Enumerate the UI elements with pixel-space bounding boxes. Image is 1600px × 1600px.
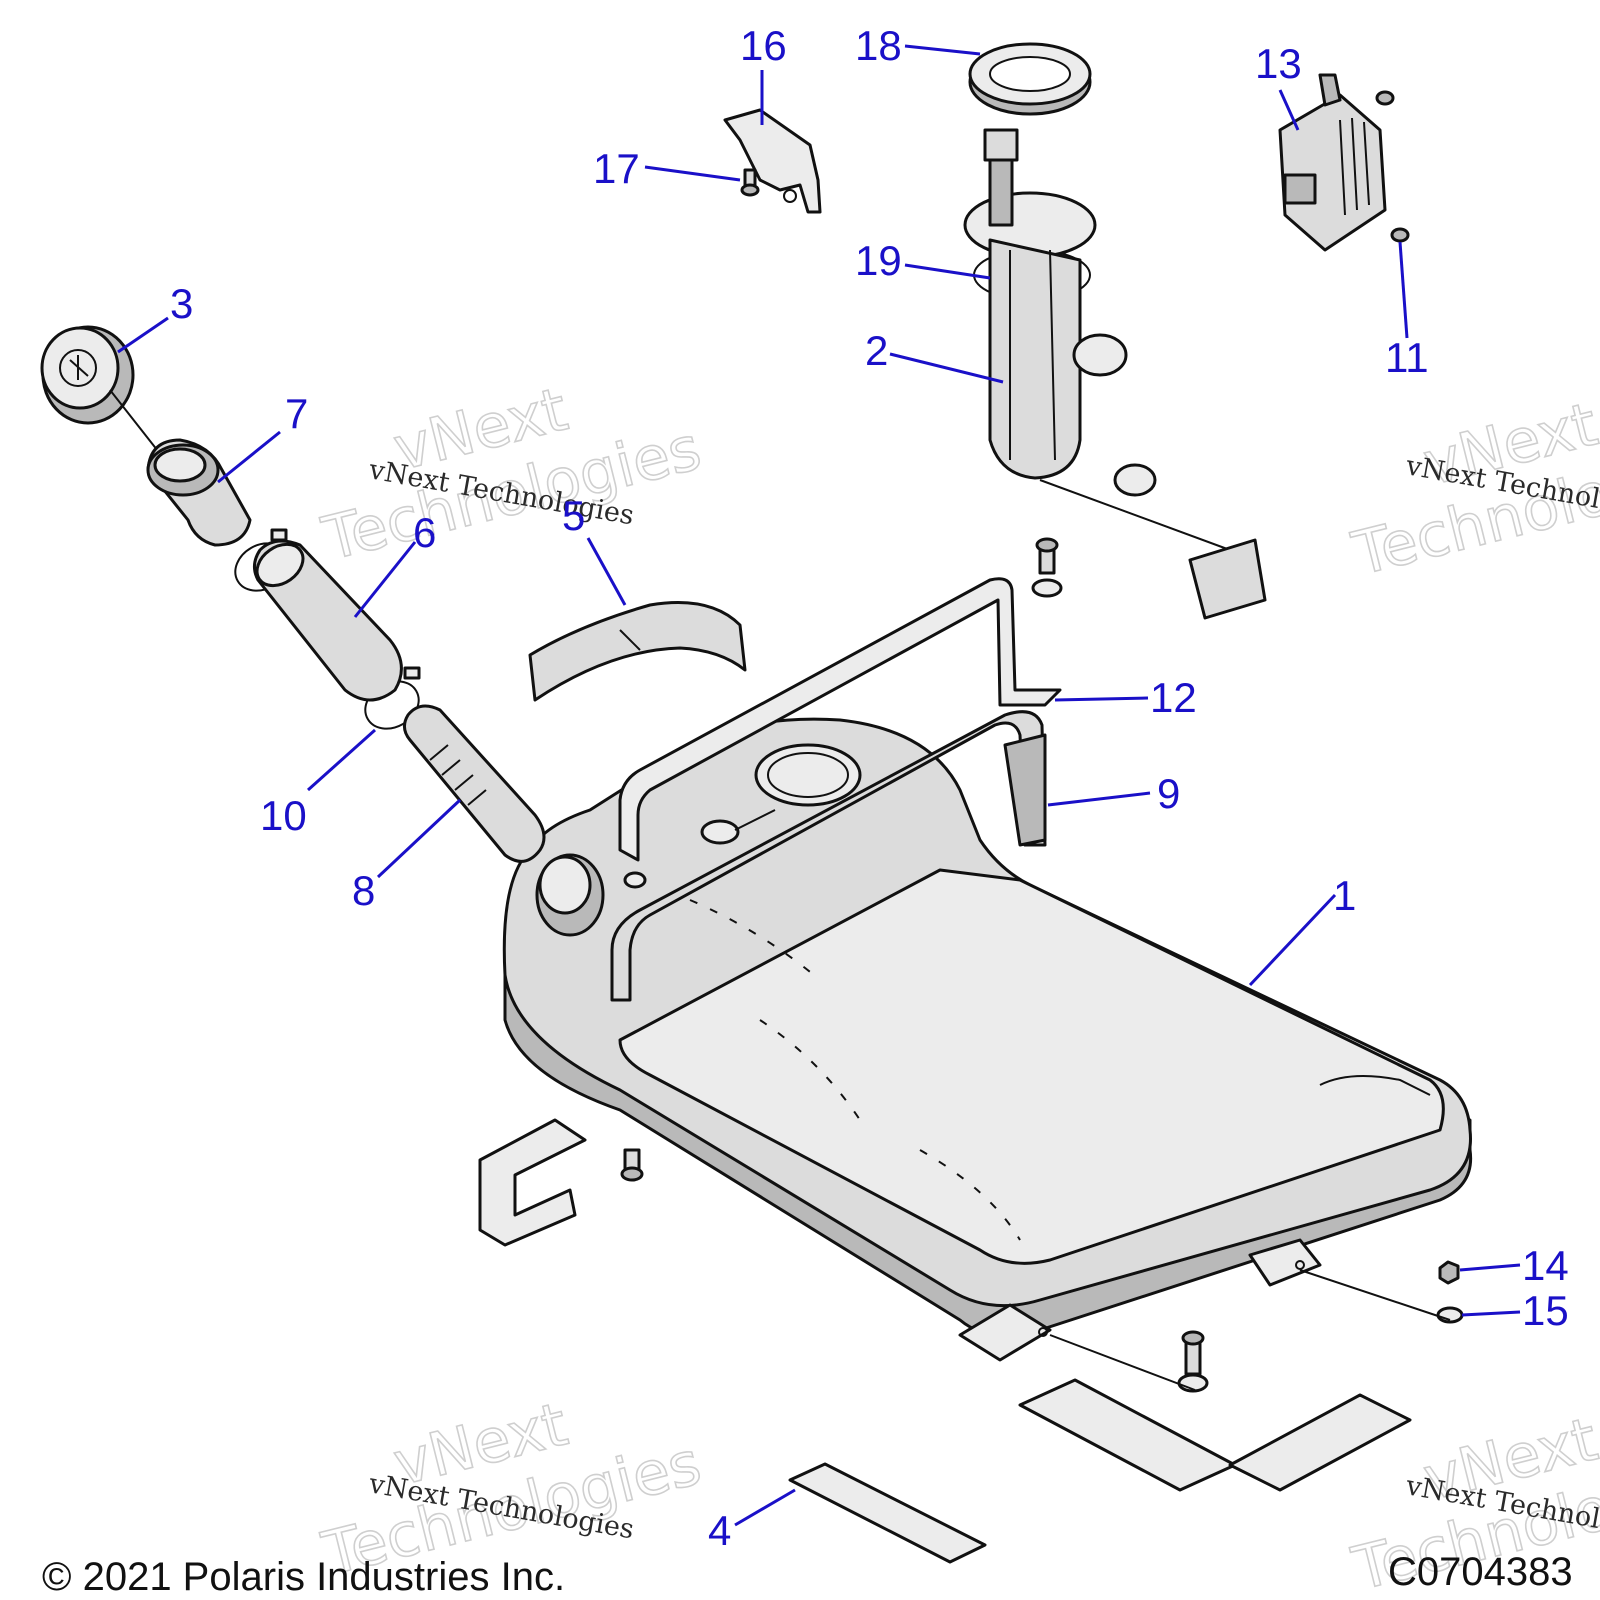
- callout-3: 3: [170, 280, 193, 327]
- callout-7: 7: [285, 390, 308, 437]
- fuel-pump-part-2: [963, 128, 1267, 620]
- bolt-bottom: [1177, 1330, 1209, 1393]
- drawing-number: C0704383: [1388, 1550, 1573, 1594]
- pad-bottom-right: [1228, 1393, 1412, 1492]
- screw-part-17: [740, 168, 760, 197]
- filler-tube-part-8: [403, 704, 546, 863]
- tank-strap-part-12: [618, 577, 1062, 862]
- leader-lines: [117, 44, 1521, 1527]
- bolt-front: [620, 1148, 644, 1182]
- callout-5: 5: [562, 492, 585, 539]
- fuel-cap-part-3: [40, 325, 166, 461]
- callout-17: 17: [593, 145, 640, 192]
- callout-12: 12: [1150, 674, 1197, 721]
- callout-13: 13: [1255, 40, 1302, 87]
- bolt-strap-top: [1031, 537, 1063, 598]
- callout-9: 9: [1157, 770, 1180, 817]
- screw-part-11-upper: [1375, 90, 1395, 106]
- nut-part-14: [1438, 1260, 1460, 1285]
- callout-15: 15: [1522, 1287, 1569, 1334]
- callout-14: 14: [1522, 1242, 1569, 1289]
- callout-4: 4: [708, 1507, 731, 1554]
- control-module-part-13: [1278, 73, 1387, 252]
- callout-1: 1: [1333, 872, 1356, 919]
- callout-2: 2: [865, 327, 888, 374]
- callout-6: 6: [413, 509, 436, 556]
- watermark-top-left: vNext Technologies: [315, 374, 708, 576]
- filler-hose-part-6: [253, 539, 403, 702]
- screw-part-11-lower: [1390, 227, 1410, 243]
- copyright-text: © 2021 Polaris Industries Inc.: [42, 1555, 565, 1599]
- pad-part-4: [788, 1462, 987, 1564]
- callout-10: 10: [260, 792, 307, 839]
- heat-shield-part-5: [528, 601, 747, 702]
- callout-8: 8: [352, 867, 375, 914]
- bracket-part-16: [723, 108, 822, 214]
- callout-19: 19: [855, 237, 902, 284]
- tank-strap-part-9: [610, 710, 1047, 1002]
- callout-16: 16: [740, 22, 787, 69]
- lock-ring-part-18: [968, 42, 1092, 116]
- filler-neck-part-7: [146, 438, 252, 547]
- callout-18: 18: [855, 22, 902, 69]
- pad-bottom-left: [1018, 1378, 1237, 1492]
- callout-11: 11: [1385, 334, 1429, 381]
- fuel-tank-part-1: [502, 717, 1473, 1362]
- front-bracket: [478, 1118, 587, 1247]
